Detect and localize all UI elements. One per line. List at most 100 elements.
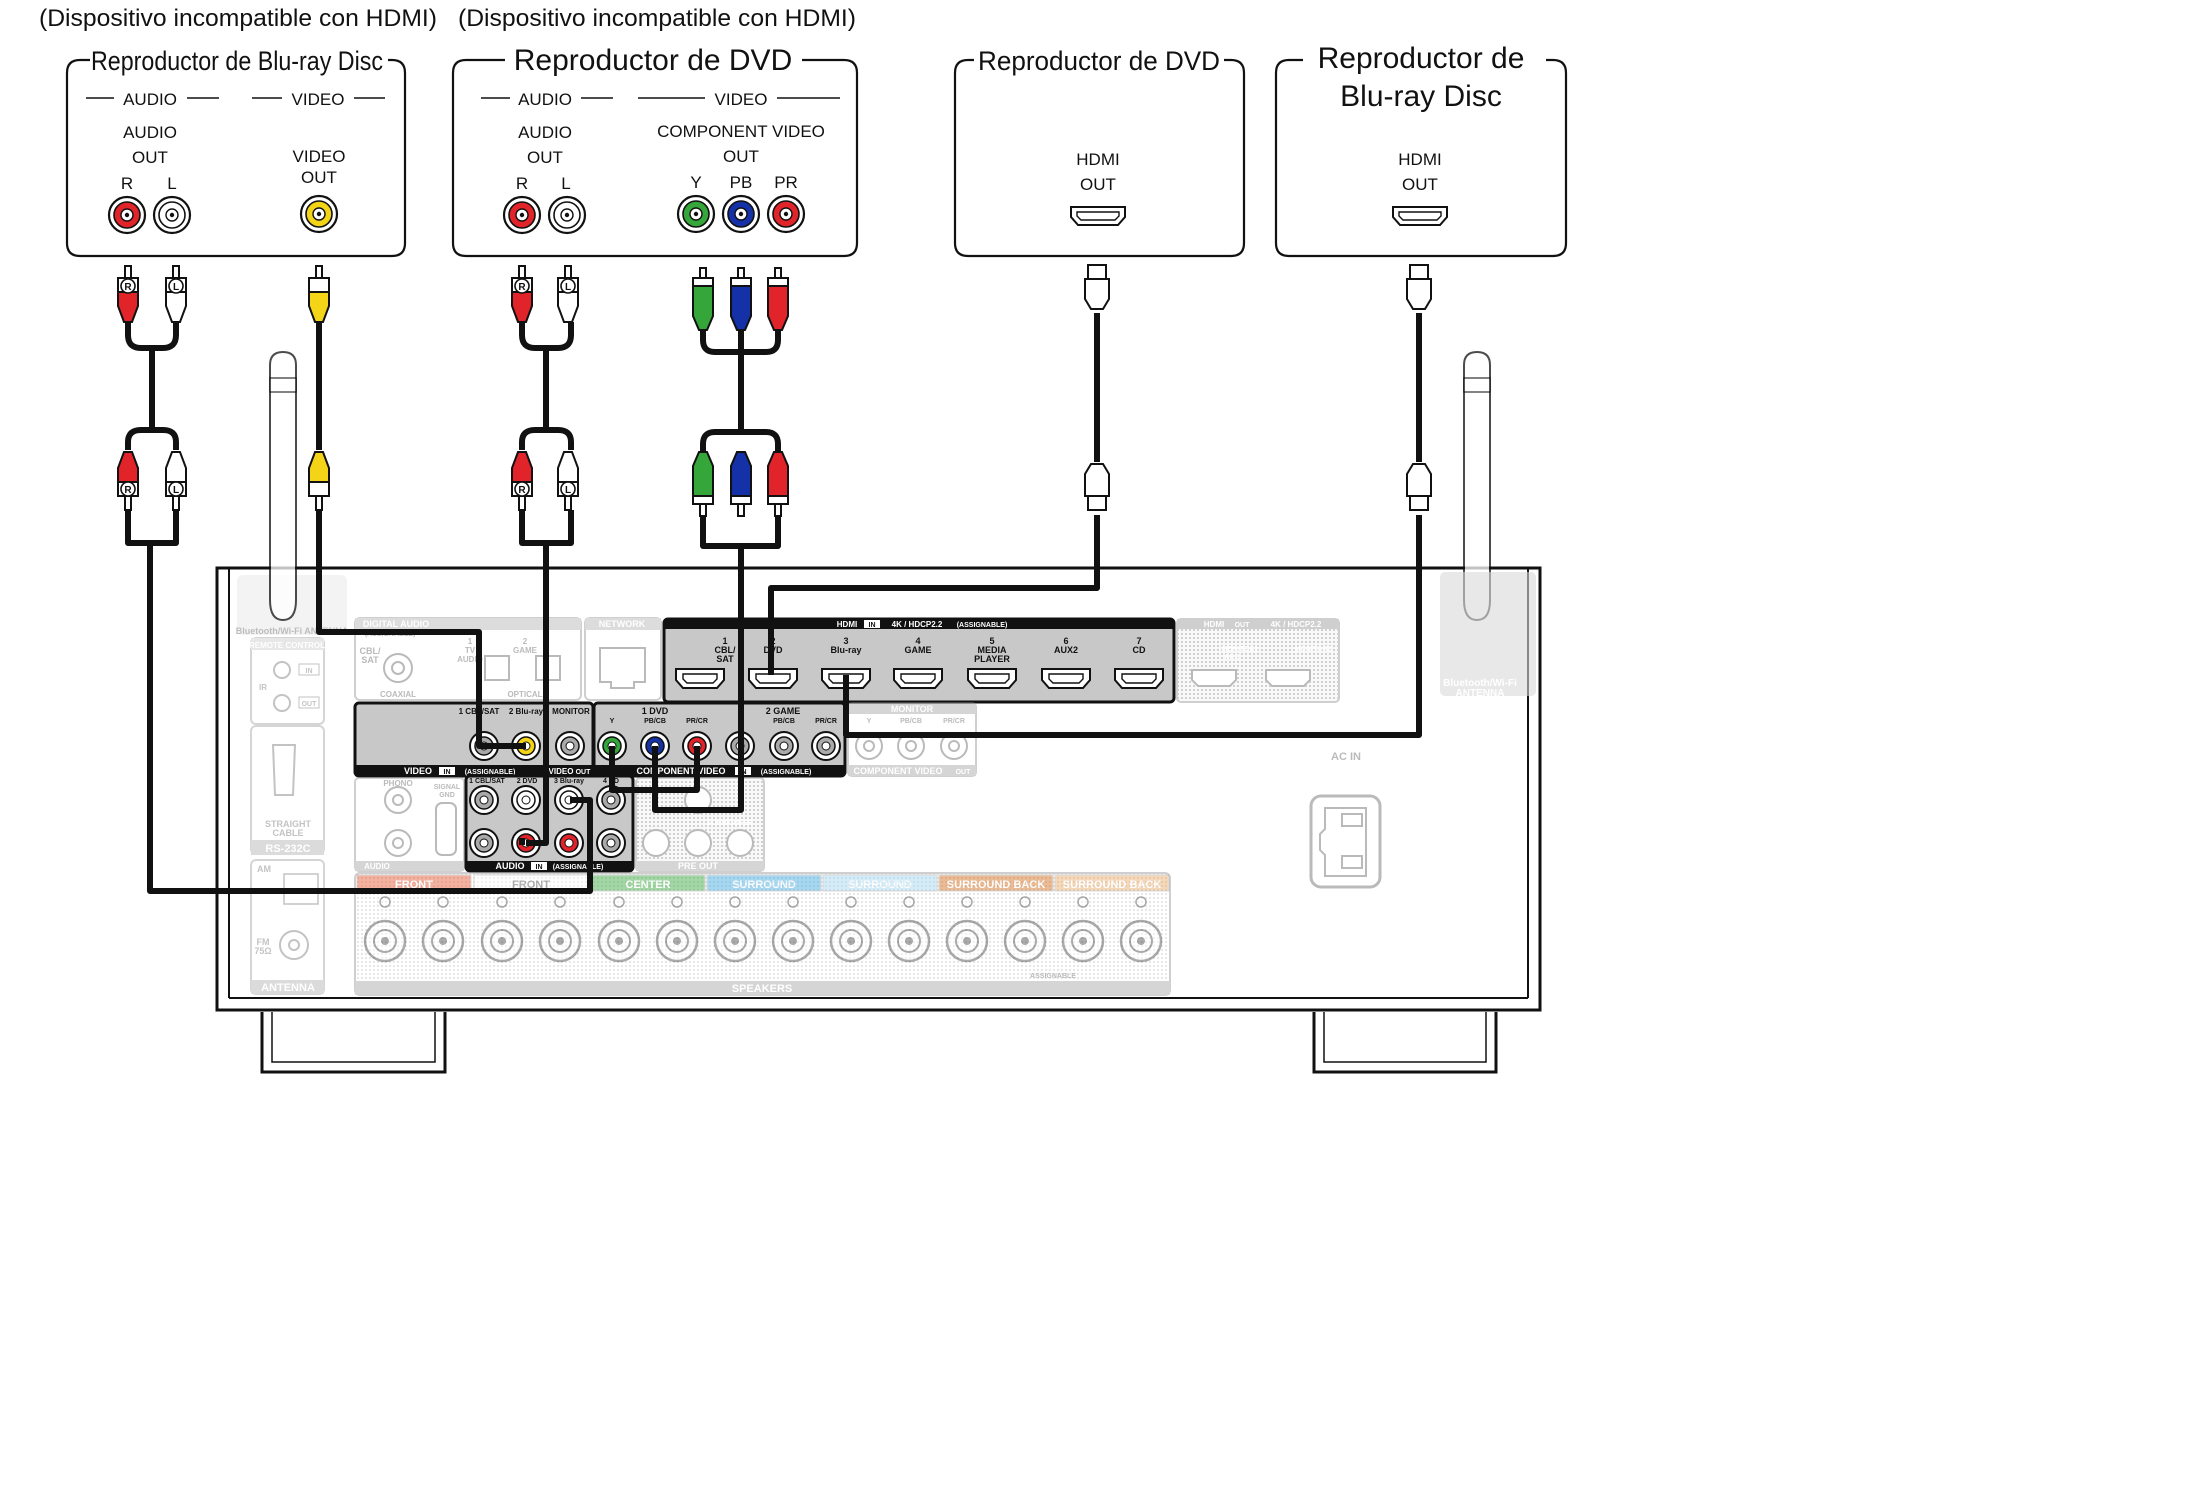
jack-gray [769, 731, 799, 761]
subwoofer-label: SUBWOOFER [707, 820, 753, 827]
assignable-label: ASSIGNABLE [1030, 973, 1076, 980]
signal-gnd-2: GND [439, 792, 455, 799]
game-optical-2: GAME [513, 646, 538, 655]
hdmi-input-label: MEDIA [978, 645, 1008, 655]
source3-hdmi-out-2: OUT [1080, 175, 1116, 194]
video-out-tag: OUT [576, 769, 592, 776]
rca-plug: R [511, 451, 533, 511]
rca-plug: L [165, 451, 187, 511]
plug-letter: R [124, 485, 132, 496]
source4-title-1: Reproductor de [1318, 42, 1525, 75]
monitor-sub-1: Y [867, 718, 872, 725]
hdmi-out-section: HDMI OUT 4K / HDCP2.2 MONITOR1 ARC MONIT… [1176, 618, 1340, 703]
source2-video-header: VIDEO [715, 90, 768, 109]
audio-in-tag: IN [536, 864, 543, 871]
component-plug [692, 451, 714, 517]
audio-in-assignable: (ASSIGNABLE) [553, 864, 604, 871]
signal-gnd-1: SIGNAL [434, 784, 461, 791]
source4-hdmi-out-1: HDMI [1398, 150, 1441, 169]
source2-audio-out-2: OUT [527, 148, 563, 167]
am-label: AM [257, 864, 271, 874]
ir-label: IR [259, 683, 267, 692]
hdmi-input-label: PLAYER [974, 654, 1010, 664]
speakers-section: SPEAKERS ASSIGNABLE [354, 872, 1171, 996]
comp-in-col-1: 1 DVD [642, 706, 669, 716]
source1-video-out-2: OUT [301, 168, 337, 187]
hdmi-input-label: Blu-ray [830, 645, 861, 655]
source2-audio-header: AUDIO [518, 90, 572, 109]
hdmi-input-label: CBL/ [715, 645, 736, 655]
fm-label-2: 75Ω [254, 946, 271, 956]
cables [125, 313, 1422, 894]
speaker-group-label: SURROUND BACK [1063, 879, 1161, 891]
source-dvd-hdmi: Reproductor de DVD HDMI OUT [953, 46, 1246, 258]
source3-hdmi-out-1: HDMI [1076, 150, 1119, 169]
hdmi-input-label: CD [1133, 645, 1146, 655]
component-in-section: 1 DVD 2 GAME Y PB/CB PR/CR Y PB/CB PR/CR… [592, 701, 847, 778]
source2-l-label: L [561, 174, 570, 193]
optical-label: OPTICAL [507, 690, 542, 699]
rca-jack-green [676, 194, 716, 234]
component-plug [767, 267, 789, 331]
phono-section: PHONO SIGNAL GND AUDIO [354, 777, 465, 872]
audio-in-label: AUDIO [496, 861, 525, 871]
digital-audio-label: DIGITAL AUDIO [363, 619, 429, 629]
plug-letter: R [518, 485, 526, 496]
source1-video-out-1: VIDEO [293, 147, 346, 166]
monitor1-label-2: ARC [1224, 654, 1239, 661]
bt-antenna-left-label: Bluetooth/Wi-Fi ANTENNA [236, 626, 349, 636]
ac-inlet: AC IN [1309, 751, 1382, 889]
video-out-label: VIDEO [549, 767, 574, 776]
source1-l-label: L [167, 174, 176, 193]
video-in-col-2: 2 Blu-ray [509, 707, 544, 716]
rca-plug: R [117, 265, 139, 323]
rca-plug: L [165, 265, 187, 323]
source2-pb-label: PB [730, 173, 753, 192]
ir-out-tag: OUT [302, 701, 318, 708]
straight-cable-2: CABLE [273, 828, 304, 838]
monitor2-label: MONITOR2 [1295, 646, 1332, 653]
hdmi-out-header: HDMI [1204, 620, 1224, 629]
monitor1-label-1: MONITOR1 [1222, 646, 1259, 653]
source1-title: Reproductor de Blu-ray Disc [91, 46, 383, 76]
comp-in-sub-6: PR/CR [815, 718, 837, 725]
source1-note: (Dispositivo incompatible con HDMI) [39, 5, 437, 32]
speakers-label: SPEAKERS [732, 983, 793, 995]
hdmi-port-icon [1392, 206, 1448, 226]
comp-in-label: COMPONENT VIDEO [636, 766, 725, 776]
plug-letter: L [173, 282, 179, 293]
hdmi-input-label: 3 [843, 636, 848, 646]
monitor-label: MONITOR [891, 704, 934, 714]
hdmi-input-label: GAME [905, 645, 932, 655]
source2-note: (Dispositivo incompatible con HDMI) [458, 5, 856, 32]
component-plug [692, 267, 714, 331]
hdmi-plug [1406, 264, 1432, 310]
ir-in-tag: IN [306, 668, 313, 675]
source-dvd-analog: Reproductor de DVD AUDIO VIDEO AUDIO OUT… [451, 44, 859, 258]
audio-in-col-2: 2 DVD [517, 778, 538, 785]
plug-letter: L [173, 485, 179, 496]
hdmi-plug [1084, 463, 1110, 511]
rca-plug: L [557, 265, 579, 323]
video-in-col-3: MONITOR [552, 707, 590, 716]
jack-gray [811, 731, 841, 761]
source1-r-label: R [121, 174, 133, 193]
hdmi-port-icon [893, 668, 943, 689]
comp-out-label: COMPONENT VIDEO [853, 766, 942, 776]
hdmi-plug [1084, 264, 1110, 310]
source2-comp-out-1: COMPONENT VIDEO [657, 122, 825, 141]
hdmi-in-spec: 4K / HDCP2.2 [892, 620, 943, 629]
jack-gray [469, 828, 499, 858]
speaker-group-label: SURROUND BACK [947, 879, 1045, 891]
source4-title-2: Blu-ray Disc [1340, 80, 1502, 113]
bt-antenna-right-1: Bluetooth/Wi-Fi [1443, 678, 1517, 689]
jack-white [511, 785, 541, 815]
rca-plug: R [511, 265, 533, 323]
video-in-label: VIDEO [404, 766, 432, 776]
hdmi-input-label: 7 [1136, 636, 1141, 646]
bt-wifi-antenna-left [269, 350, 297, 622]
rca-jack-blue [721, 194, 761, 234]
rca-jack-red [502, 195, 542, 235]
plug-letter: L [565, 282, 571, 293]
